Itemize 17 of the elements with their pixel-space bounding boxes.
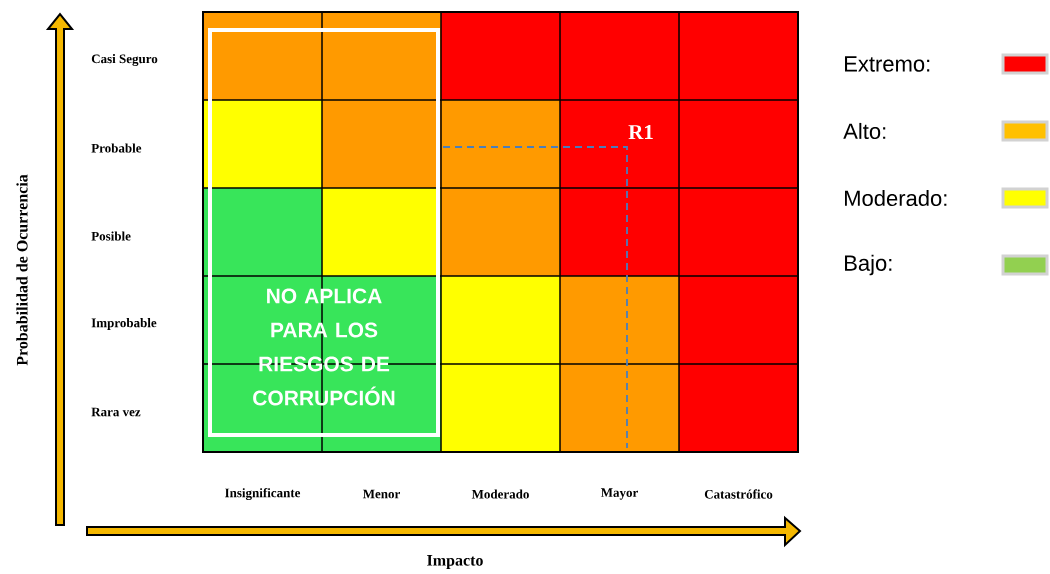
row-label: Improbable bbox=[91, 318, 157, 330]
column-label: Mayor bbox=[600, 488, 638, 500]
column-label: Catastrófico bbox=[704, 489, 773, 499]
column-label: Menor bbox=[362, 489, 400, 499]
axis-title: Impacto bbox=[427, 555, 483, 569]
row-label: Casi Seguro bbox=[91, 54, 158, 66]
column-label: Insignificante bbox=[225, 488, 301, 500]
column-label: Moderado bbox=[471, 489, 529, 499]
legend-label: Moderado: bbox=[845, 189, 947, 207]
risk-marker-label: R1 bbox=[628, 125, 653, 139]
legend-label: Alto: bbox=[843, 122, 886, 140]
legend-label: Extremo: bbox=[845, 56, 930, 72]
axis-title: Probabilidad de Ocurrencia bbox=[16, 174, 28, 366]
row-label: Probable bbox=[91, 143, 142, 153]
row-label: Rara vez bbox=[91, 407, 141, 417]
legend-label: Bajo: bbox=[845, 254, 892, 276]
row-label: Posible bbox=[91, 231, 131, 241]
